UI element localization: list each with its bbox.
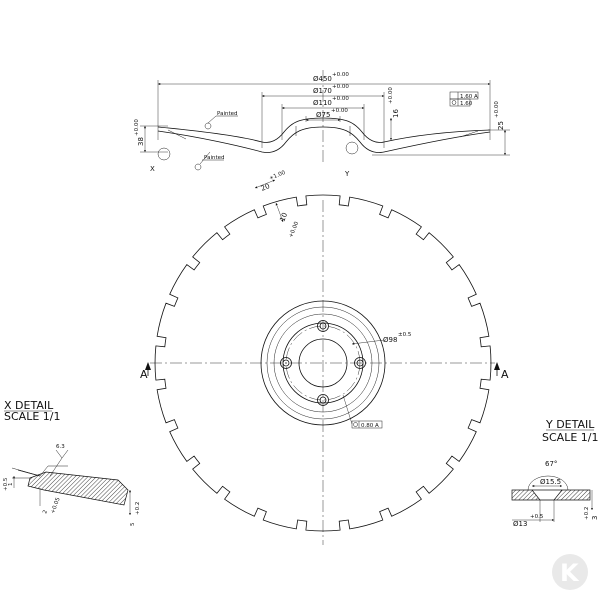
h25-tol: +0.00	[494, 101, 500, 118]
y-dia13: Ø13	[513, 520, 527, 528]
dia98-label: Ø98	[383, 336, 397, 344]
disc-outline	[154, 194, 492, 532]
bolt-holes	[280, 320, 366, 406]
painted-marker-bottom	[194, 163, 202, 171]
brand-logo: K	[552, 554, 588, 590]
h25-label: 25	[497, 121, 505, 130]
hub-outer-ring	[260, 300, 386, 426]
x-d5-tol: +0.2	[135, 502, 141, 515]
y-section-left	[511, 489, 541, 501]
hub-ring-3	[273, 313, 373, 413]
x-d1: 1	[8, 483, 14, 487]
dia110-tol: +0.00	[332, 96, 349, 102]
painted-marker-top	[204, 122, 212, 130]
y-h3: 3	[591, 516, 599, 520]
gdt-2: 1.60	[460, 101, 473, 107]
gdt-position: 0.80 A	[361, 423, 379, 429]
y-angle: 67°	[545, 460, 557, 468]
face-view: Ø98 ±0.5 0.80 A 20 +1.00 10 +0.00 A A	[140, 170, 509, 545]
section-a-left-label: A	[140, 368, 148, 381]
dia75-label: Ø75	[316, 111, 330, 119]
slot-depth-label: 10	[278, 211, 289, 222]
y-h3-tol: +0.2	[584, 507, 590, 520]
gdt-position-frame	[351, 420, 383, 429]
dia98-tol: ±0.5	[398, 332, 412, 338]
logo-letter: K	[560, 559, 580, 587]
y-detail: Y DETAIL SCALE 1/1 67° Ø15.5 Ø13 +0.5 3 …	[511, 418, 599, 528]
dia450-tol: +0.00	[332, 72, 349, 78]
center-hole	[298, 338, 348, 388]
x-roughness: 6.3	[56, 444, 65, 450]
dia450-label: Ø450	[313, 75, 332, 83]
bolt-hole-right	[354, 357, 366, 369]
y-detail-title: Y DETAIL	[545, 418, 595, 431]
x-detail: X DETAIL SCALE 1/1 6.3 1 +0.5 2 +0.05 5 …	[3, 399, 141, 526]
slot-width-tol: +1.00	[269, 170, 287, 182]
y-dia13-tol: +0.5	[530, 514, 544, 520]
bolt-hole-left	[280, 357, 292, 369]
x-d1-tol: +0.5	[3, 477, 9, 491]
x-d5: 5	[130, 522, 136, 526]
x-d2: 2	[42, 509, 49, 514]
bolt-hole-top	[317, 320, 329, 332]
h16-tol: +0.00	[388, 87, 394, 104]
section-a-right-label: A	[501, 368, 509, 381]
y-detail-scale: SCALE 1/1	[542, 431, 598, 444]
x-detail-section	[27, 471, 129, 506]
x-detail-scale: SCALE 1/1	[4, 410, 60, 423]
painted-top-label: Painted	[217, 111, 238, 117]
bolt-hole-bottom	[317, 394, 329, 406]
x-d2-tol: +0.05	[50, 496, 62, 514]
h38-tol: +0.00	[134, 119, 140, 136]
h38-label: 38	[137, 137, 145, 146]
dia110-label: Ø110	[313, 99, 332, 107]
y-dia155: Ø15.5	[540, 478, 561, 486]
slot-depth-tol: +0.00	[288, 220, 300, 238]
side-view: Ø450 +0.00 Ø170 +0.00 Ø110 +0.00 Ø75 +0.…	[134, 70, 510, 178]
slot-width-label: 20	[260, 182, 271, 193]
dia170-label: Ø170	[313, 87, 332, 95]
hub-ring-2	[266, 306, 380, 420]
h16-label: 16	[392, 109, 400, 118]
bolt-circle	[285, 325, 361, 401]
x-callout: X	[150, 165, 155, 173]
y-callout: Y	[344, 170, 350, 178]
painted-bottom-label: Painted	[204, 155, 225, 161]
section-a-left: A	[140, 362, 151, 381]
dia170-tol: +0.00	[332, 84, 349, 90]
gdt-frame-2	[449, 98, 471, 107]
section-a-right: A	[494, 362, 509, 381]
dia75-tol: +0.00	[331, 108, 348, 114]
x-detail-title: X DETAIL	[4, 399, 54, 412]
y-section-right	[553, 489, 591, 501]
gdt-1: 1.60 A	[460, 94, 478, 100]
